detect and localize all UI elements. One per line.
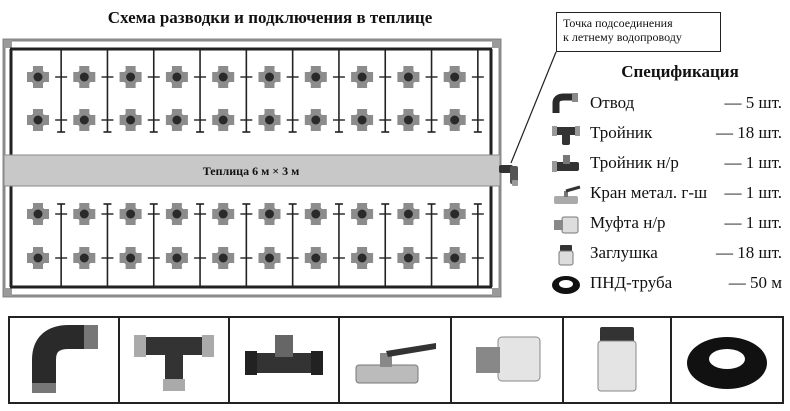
plant-marker — [443, 66, 466, 88]
plant-marker — [165, 66, 188, 88]
plant-marker — [165, 203, 188, 225]
plant-marker — [304, 66, 327, 88]
plant-marker — [212, 247, 235, 269]
pipe-coil-icon — [552, 276, 580, 294]
plant-marker — [304, 247, 327, 269]
photo-threaded-coupling — [452, 318, 564, 402]
photo-end-cap — [564, 318, 672, 402]
tee-photo-icon — [134, 335, 214, 391]
plant-marker — [443, 109, 466, 131]
spec-qty: — 50 м — [728, 273, 782, 292]
plant-marker — [27, 247, 49, 269]
spec-qty: — 1 шт. — [724, 153, 783, 172]
plant-marker — [258, 66, 281, 88]
spec-list: Отвод — 5 шт. Тройник — 18 шт. Тройник н… — [548, 90, 786, 300]
plant-marker — [73, 66, 96, 88]
spec-name: Отвод — [590, 93, 635, 112]
photo-threaded-tee — [230, 318, 340, 402]
spec-qty: — 18 шт. — [716, 123, 782, 142]
spec-row-tee: Тройник — 18 шт. — [548, 120, 786, 150]
plant-marker — [351, 109, 374, 131]
callout-line-1: Точка подсоединения — [563, 16, 673, 30]
plant-marker — [165, 109, 188, 131]
plant-marker — [351, 66, 374, 88]
spec-row-threaded-coupling: Муфта н/р — 1 шт. — [548, 210, 786, 240]
connection-tee-icon — [499, 165, 518, 186]
plant-marker — [27, 203, 49, 225]
spec-name: Муфта н/р — [590, 213, 666, 232]
plant-marker — [397, 66, 420, 88]
photo-elbow — [10, 318, 120, 402]
plant-marker — [212, 109, 235, 131]
plant-grid — [27, 49, 484, 287]
plant-marker — [304, 109, 327, 131]
plant-marker — [258, 203, 281, 225]
plant-marker — [397, 109, 420, 131]
plant-marker — [119, 247, 142, 269]
end-cap-icon — [558, 245, 574, 266]
fittings-photo-strip — [8, 316, 784, 404]
plant-marker — [119, 203, 142, 225]
plant-marker — [397, 203, 420, 225]
plant-marker — [165, 247, 188, 269]
elbow-photo-icon — [32, 325, 98, 393]
spec-qty: — 1 шт. — [724, 213, 783, 232]
plant-marker — [304, 203, 327, 225]
spec-qty: — 18 шт. — [716, 243, 782, 262]
greenhouse-size-label: Теплица 6 м × 3 м — [203, 164, 300, 178]
frame-corners — [4, 40, 500, 296]
plant-marker — [443, 247, 466, 269]
spec-name: Тройник — [590, 123, 653, 142]
spec-row-ball-valve: Кран метал. г-ш — 1 шт. — [548, 180, 786, 210]
ball-valve-icon — [554, 185, 581, 204]
plant-marker — [27, 66, 49, 88]
photo-tee — [120, 318, 230, 402]
spec-qty: — 1 шт. — [724, 183, 783, 202]
plant-marker — [258, 109, 281, 131]
spec-qty: — 5 шт. — [724, 93, 783, 112]
plant-marker — [258, 247, 281, 269]
spec-row-elbow: Отвод — 5 шт. — [548, 90, 786, 120]
spec-name: Тройник н/р — [590, 153, 679, 172]
greenhouse-diagram: Теплица 6 м × 3 м — [2, 38, 557, 298]
elbow-icon — [552, 93, 578, 113]
spec-row-pipe-coil: ПНД-труба — 50 м — [548, 270, 786, 300]
spec-row-threaded-tee: Тройник н/р — 1 шт. — [548, 150, 786, 180]
diagram-title: Схема разводки и подключения в теплице — [107, 8, 433, 27]
threaded-coupling-photo-icon — [476, 336, 541, 382]
plant-marker — [212, 66, 235, 88]
plant-marker — [27, 109, 49, 131]
plant-marker — [351, 203, 374, 225]
plant-marker — [73, 203, 96, 225]
plant-marker — [119, 109, 142, 131]
connection-callout: Точка подсоединения к летнему водопровод… — [556, 12, 721, 52]
spec-title: Спецификация — [621, 62, 739, 81]
threaded-tee-icon — [552, 155, 579, 172]
callout-leader-line — [510, 51, 557, 164]
spec-name: Заглушка — [590, 243, 658, 262]
plant-marker — [397, 247, 420, 269]
threaded-tee-photo-icon — [245, 335, 323, 375]
ball-valve-photo-icon — [355, 343, 436, 384]
photo-ball-valve — [340, 318, 452, 402]
spec-row-end-cap: Заглушка — 18 шт. — [548, 240, 786, 270]
plant-marker — [212, 203, 235, 225]
plant-marker — [73, 247, 96, 269]
threaded-coupling-icon — [554, 216, 579, 234]
photo-pipe-coil — [672, 318, 782, 402]
end-cap-photo-icon — [597, 326, 637, 391]
plant-marker — [119, 66, 142, 88]
callout-line-2: к летнему водопроводу — [563, 30, 682, 44]
spec-name: Кран метал. г-ш — [590, 183, 708, 202]
plant-marker — [351, 247, 374, 269]
tee-icon — [552, 126, 580, 145]
plant-marker — [443, 203, 466, 225]
plant-marker — [73, 109, 96, 131]
spec-name: ПНД-труба — [590, 273, 673, 292]
pipe-coil-photo-icon — [687, 337, 767, 389]
